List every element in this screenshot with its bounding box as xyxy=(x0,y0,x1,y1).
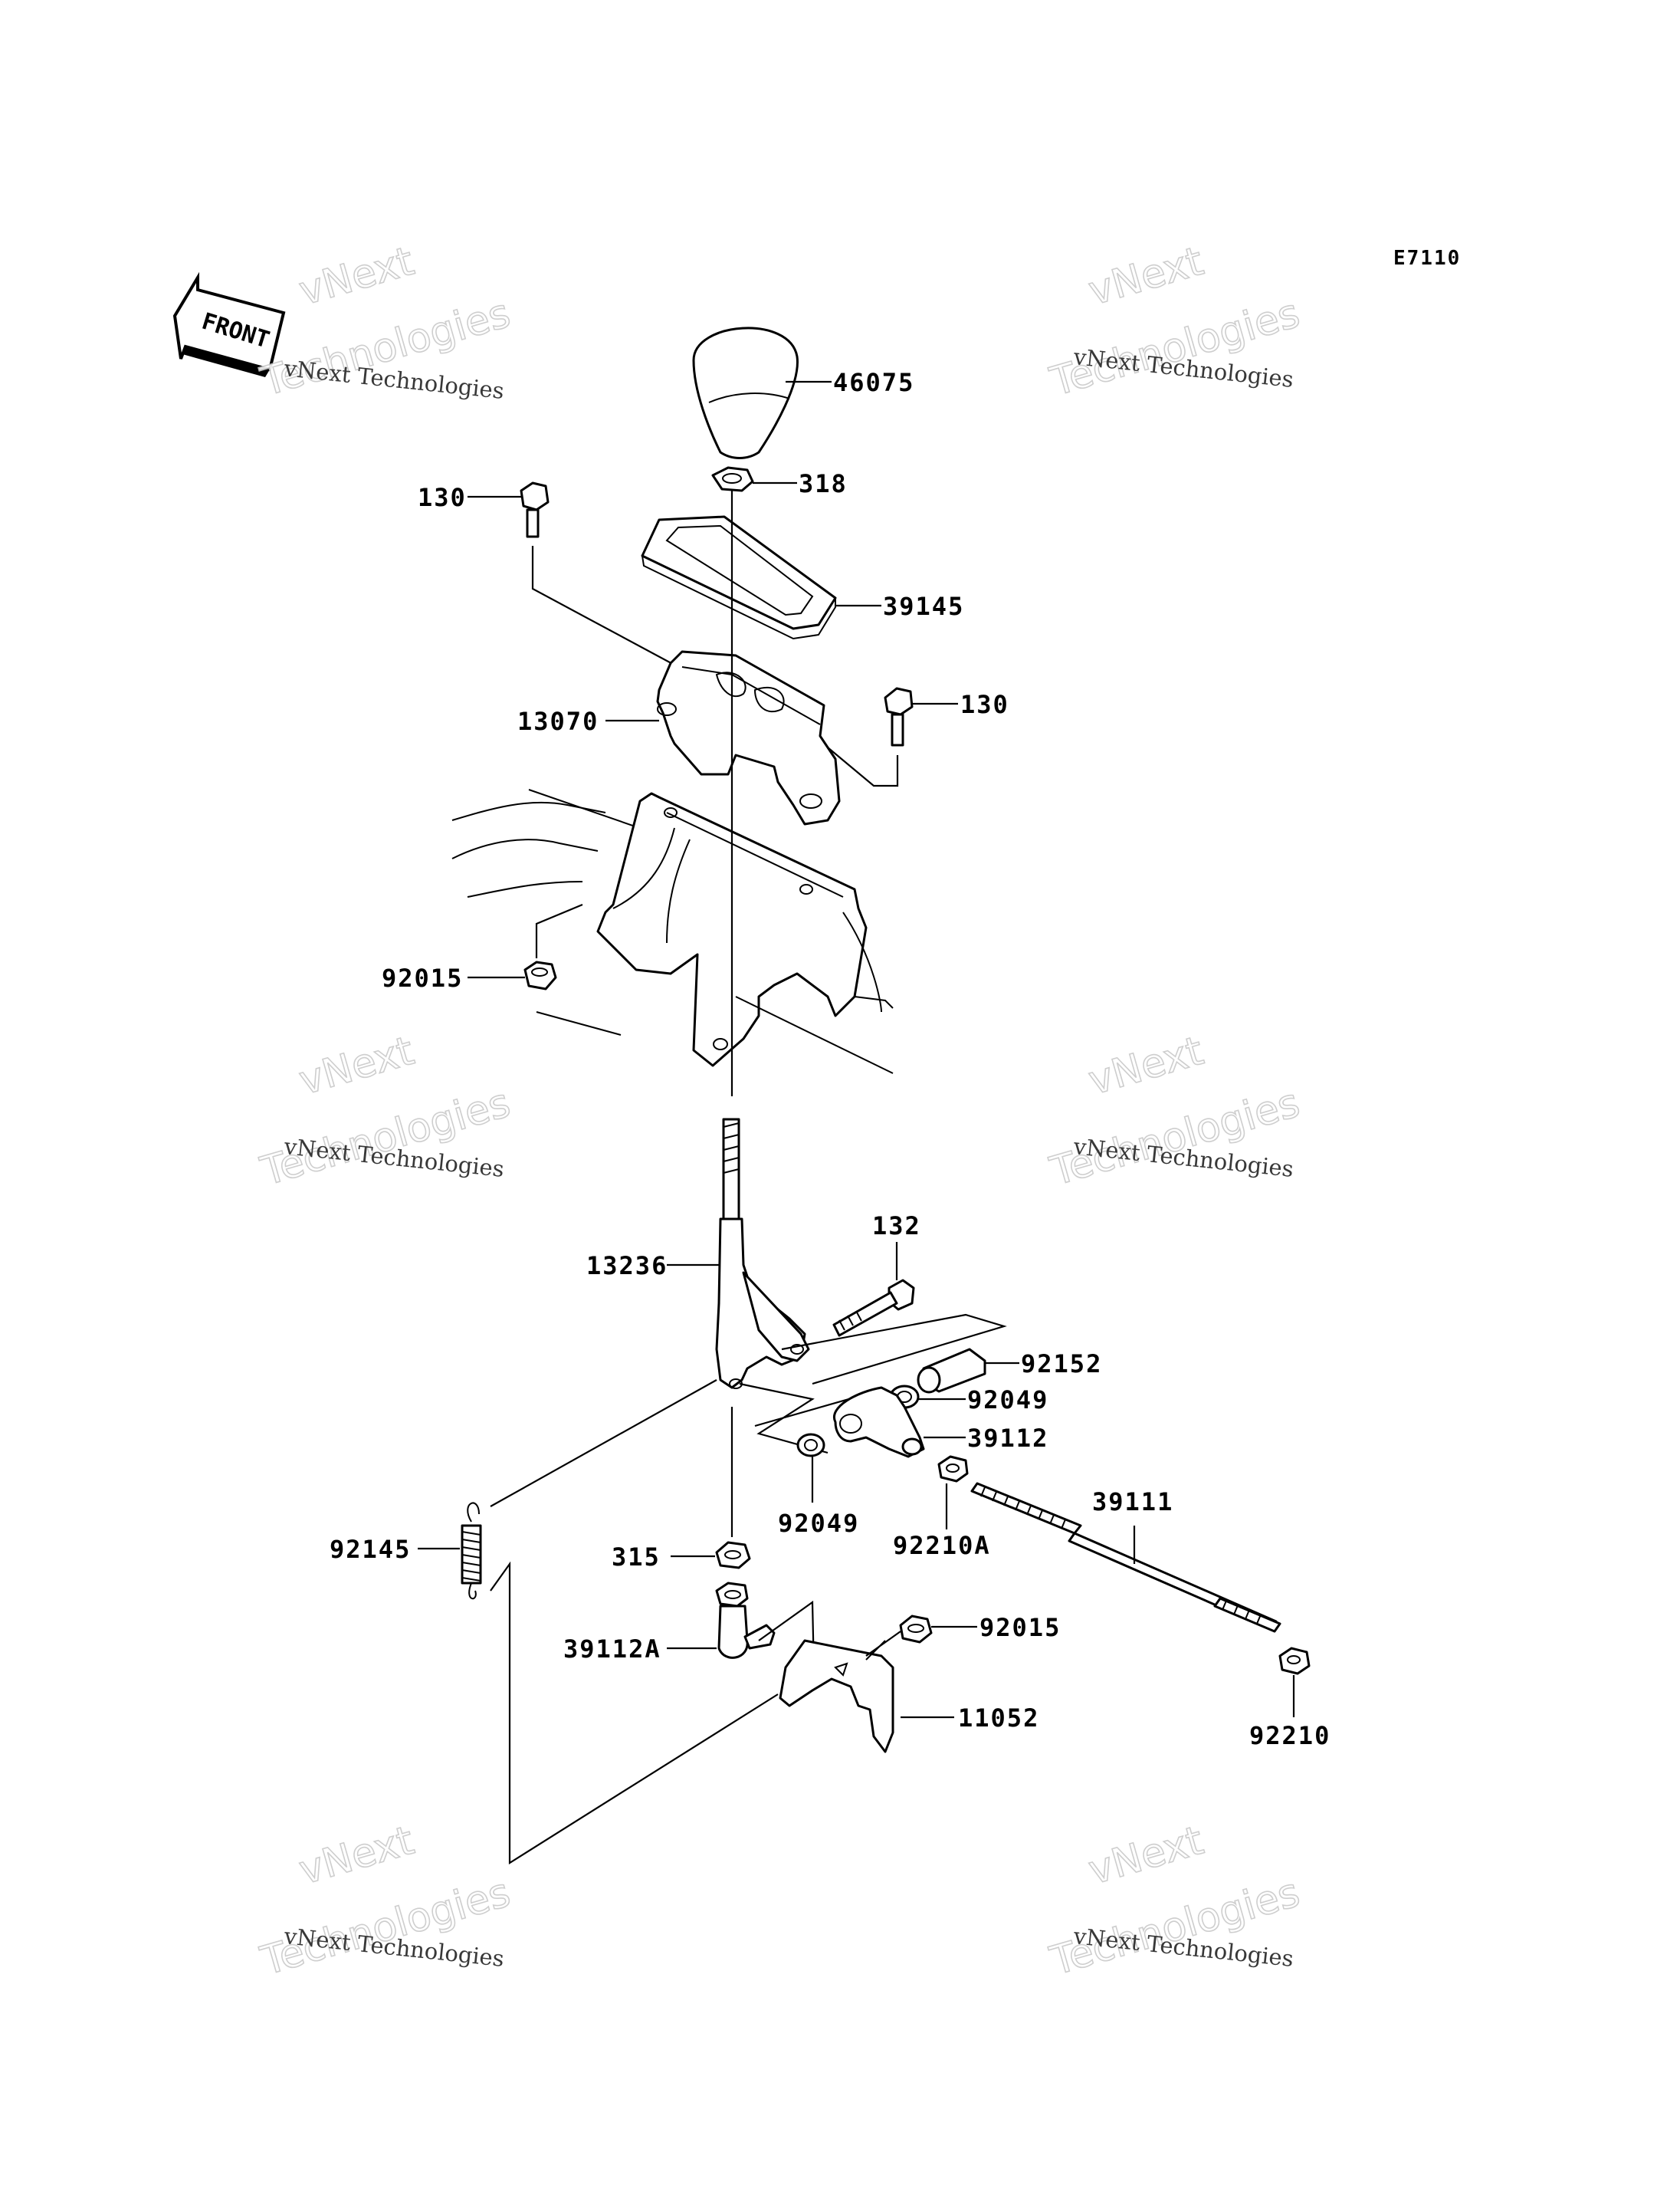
label-11052: 11052 xyxy=(958,1703,1039,1733)
label-39145: 39145 xyxy=(883,592,964,621)
bolt-132: 132 xyxy=(832,1211,921,1337)
label-318: 318 xyxy=(799,469,848,498)
shift-knob-46075: 46075 xyxy=(692,327,914,459)
front-arrow-icon: FRONT xyxy=(172,271,286,377)
label-92210: 92210 xyxy=(1249,1721,1331,1750)
lever-39112: 39112 xyxy=(832,1386,1048,1458)
diagram-code: E7110 xyxy=(1393,247,1461,270)
label-92145: 92145 xyxy=(330,1535,411,1564)
label-92210A: 92210A xyxy=(893,1531,991,1560)
spring-92145: 92145 xyxy=(330,1502,779,1864)
label-92015-upper: 92015 xyxy=(382,964,463,993)
label-39112: 39112 xyxy=(967,1424,1048,1453)
label-13236: 13236 xyxy=(586,1251,668,1280)
svg-text:vNext: vNext xyxy=(294,1028,419,1105)
label-315: 315 xyxy=(612,1542,661,1572)
label-130-left: 130 xyxy=(418,483,467,512)
label-92049-lower: 92049 xyxy=(778,1509,859,1538)
bolt-130-left: 130 xyxy=(418,481,679,668)
svg-text:vNext: vNext xyxy=(294,1818,419,1894)
rod-39111: 39111 xyxy=(970,1482,1281,1633)
svg-text:vNext: vNext xyxy=(1084,238,1209,315)
label-39112A: 39112A xyxy=(563,1634,661,1664)
label-132: 132 xyxy=(872,1211,921,1240)
nut-315: 315 xyxy=(612,1407,751,1572)
console-13070: 13070 xyxy=(517,650,841,826)
nut-92210A: 92210A xyxy=(893,1455,991,1560)
label-13070: 13070 xyxy=(517,707,599,736)
svg-text:vNext: vNext xyxy=(294,238,419,315)
label-92152: 92152 xyxy=(1021,1349,1102,1378)
label-130-right: 130 xyxy=(960,690,1009,719)
washer-92049-upper: 92049 xyxy=(889,1385,1048,1414)
shift-lever-13236: 13236 xyxy=(586,1118,810,1389)
guide-plate-39145: 39145 xyxy=(641,515,964,640)
nut-92015-lower: 92015 xyxy=(865,1613,1061,1657)
svg-text:vNext: vNext xyxy=(1084,1028,1209,1105)
assembly-guide-lines xyxy=(490,1313,1007,1507)
ball-joint-39112A: 39112A xyxy=(563,1582,776,1664)
nut-92015-upper: 92015 xyxy=(382,903,583,993)
label-39111: 39111 xyxy=(1092,1487,1173,1516)
frame-bracket xyxy=(451,789,894,1074)
watermarks: vNext Technologies vNext Technologies vN… xyxy=(255,238,1305,1986)
svg-text:vNext: vNext xyxy=(1084,1818,1209,1894)
nut-92210: 92210 xyxy=(1249,1647,1331,1750)
label-92015-lower: 92015 xyxy=(979,1613,1061,1642)
bracket-11052: 11052 xyxy=(758,1600,1039,1753)
pin-92152: 92152 xyxy=(917,1348,1102,1394)
label-92049-upper: 92049 xyxy=(967,1385,1048,1414)
nut-318: 318 xyxy=(711,466,848,498)
label-46075: 46075 xyxy=(833,368,914,397)
washer-92049-lower: 92049 xyxy=(778,1433,859,1538)
bolt-130-right: 130 xyxy=(827,687,1009,787)
